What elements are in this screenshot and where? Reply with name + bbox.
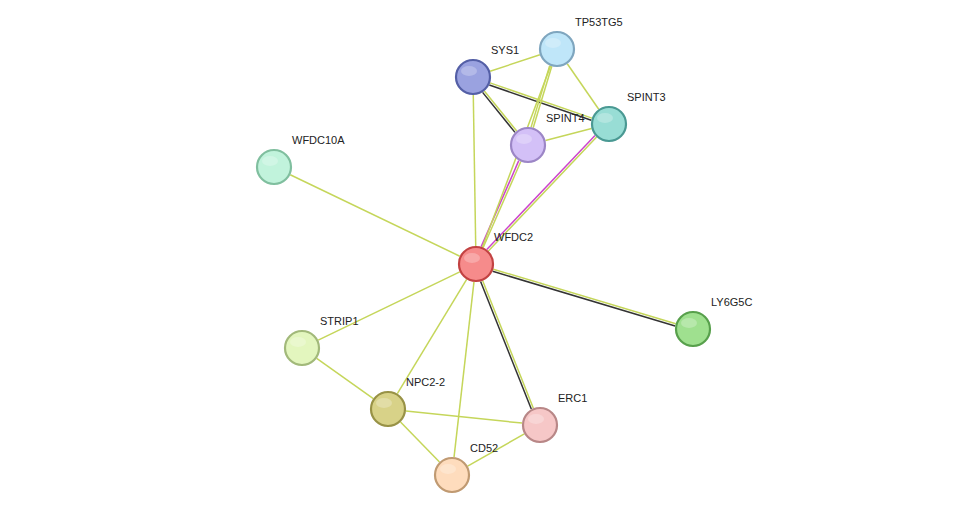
- node-circle: [458, 246, 494, 282]
- node-circle: [522, 407, 558, 443]
- edge-group: [482, 66, 550, 247]
- interaction-edge: [567, 64, 598, 109]
- protein-node: SPINT3: [591, 106, 627, 142]
- protein-node: SYS1: [455, 59, 491, 95]
- edge-group: [567, 64, 598, 109]
- interaction-edge: [468, 434, 525, 466]
- evidence-line: [493, 271, 676, 326]
- interaction-edge: [318, 272, 460, 340]
- interaction-edge: [397, 279, 466, 393]
- protein-node: LY6G5C: [675, 311, 711, 347]
- protein-node: CD52: [434, 457, 470, 493]
- protein-node: WFDC10A: [256, 149, 292, 185]
- interaction-edge: [490, 55, 540, 72]
- interaction-edge: [290, 175, 460, 256]
- edge-group: [406, 411, 522, 423]
- edge-group: [493, 269, 676, 326]
- edge-group: [545, 129, 591, 141]
- edge-group: [318, 272, 460, 340]
- interaction-edge: [317, 358, 374, 398]
- interaction-edge: [545, 129, 591, 141]
- interaction-edge: [401, 422, 440, 462]
- interaction-edge: [493, 269, 676, 324]
- node-label: WFDC2: [494, 231, 533, 244]
- node-circle: [675, 311, 711, 347]
- evidence-line: [483, 92, 515, 132]
- node-circle: [455, 59, 491, 95]
- node-circle: [370, 391, 406, 427]
- protein-node: STRIP1: [284, 330, 320, 366]
- protein-node: WFDC2: [458, 246, 494, 282]
- edge-group: [473, 95, 475, 246]
- interaction-edge: [482, 66, 550, 247]
- interaction-edge: [473, 95, 475, 246]
- node-circle: [539, 31, 575, 67]
- edge-group: [401, 422, 440, 462]
- node-label: SPINT3: [627, 91, 666, 104]
- edge-group: [397, 279, 466, 393]
- protein-node: NPC2-2: [370, 391, 406, 427]
- node-label: NPC2-2: [406, 376, 445, 389]
- node-label: TP53TG5: [575, 16, 623, 29]
- protein-node: TP53TG5: [539, 31, 575, 67]
- node-label: ERC1: [558, 392, 587, 405]
- edge-group: [290, 175, 460, 256]
- interaction-edge: [406, 411, 522, 423]
- edge-group: [490, 55, 540, 72]
- edge-group: [468, 434, 525, 466]
- node-circle: [256, 149, 292, 185]
- interaction-edge: [454, 282, 474, 457]
- node-label: SPINT4: [546, 112, 585, 125]
- interaction-edge: [483, 281, 534, 409]
- interaction-edge: [484, 91, 516, 131]
- edge-group: [454, 282, 474, 457]
- edge-group: [317, 358, 374, 398]
- node-label: WFDC10A: [292, 134, 345, 147]
- edge-group: [481, 281, 534, 409]
- node-circle: [434, 457, 470, 493]
- node-circle: [510, 127, 546, 163]
- protein-node: ERC1: [522, 407, 558, 443]
- node-circle: [591, 106, 627, 142]
- node-label: CD52: [470, 442, 498, 455]
- node-label: STRIP1: [320, 315, 359, 328]
- edge-group: [483, 91, 517, 132]
- node-label: LY6G5C: [711, 296, 752, 309]
- node-label: SYS1: [491, 44, 519, 57]
- protein-node: SPINT4: [510, 127, 546, 163]
- node-circle: [284, 330, 320, 366]
- evidence-line: [481, 282, 532, 410]
